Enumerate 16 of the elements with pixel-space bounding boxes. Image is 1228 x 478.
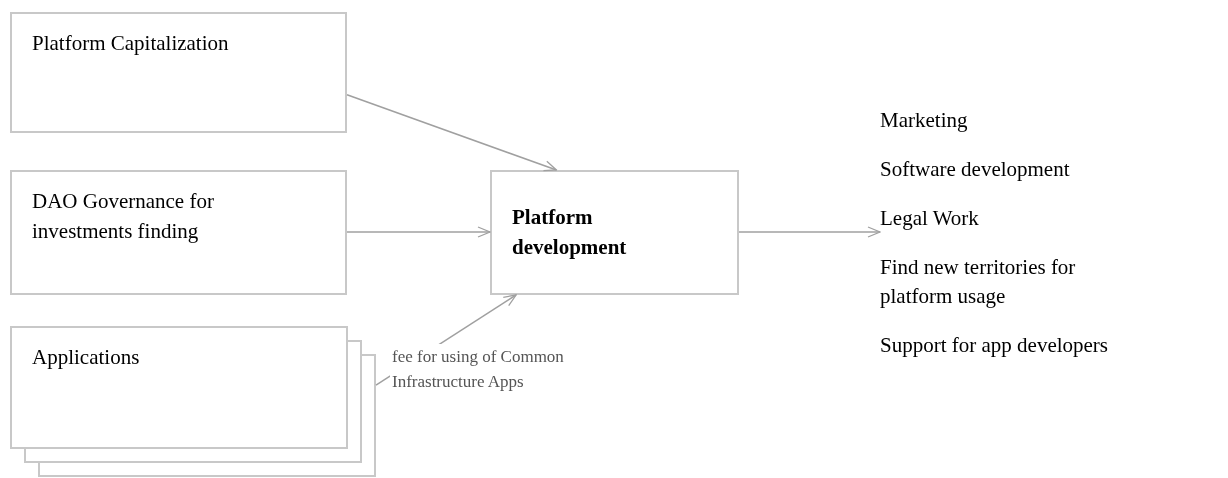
process-box — [10, 12, 347, 133]
arrow — [346, 94, 558, 172]
task-text: Software development — [880, 156, 1071, 183]
stacked-boxes — [10, 326, 376, 477]
box-title: Platform Capitalization — [32, 30, 230, 57]
arrow — [738, 226, 881, 238]
task-text: Find new territories for platform usage — [880, 254, 1077, 310]
box-title: DAO Governance for investments finding — [32, 188, 215, 245]
box-title: Platform development — [512, 204, 628, 261]
box-title: Applications — [32, 344, 141, 371]
process-box — [10, 170, 347, 295]
process-box — [490, 170, 739, 295]
arrow — [346, 226, 491, 238]
task-text: Support for app developers — [880, 332, 1110, 359]
task-text: Marketing — [880, 107, 969, 134]
task-text: Legal Work — [880, 205, 980, 232]
